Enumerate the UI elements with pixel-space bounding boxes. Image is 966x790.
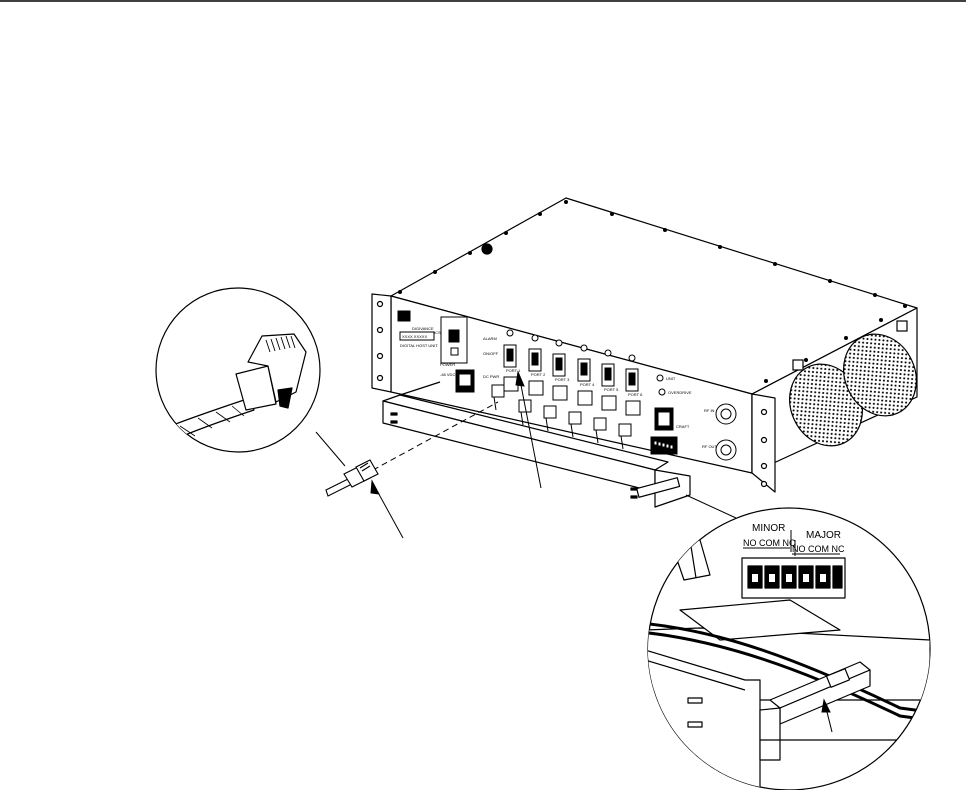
model-label: ICS: [434, 330, 441, 335]
rf-out-label: RF OUT: [702, 444, 717, 449]
serial-label: XXXX XXXXX: [402, 334, 427, 339]
port-2-label: PORT 2: [531, 372, 546, 377]
major-label: MAJOR: [806, 530, 841, 541]
power-label: POWER: [440, 362, 455, 367]
minor-contacts-label: NO COM NC: [743, 538, 796, 548]
port-3-label: PORT 3: [555, 377, 570, 382]
brand-label: DIGIVANCE: [412, 326, 434, 331]
major-contacts-label: NO COM NC: [792, 544, 845, 554]
unit-name-label: DIGITAL HOST UNIT: [400, 343, 438, 348]
alarm-label: ALARM: [483, 336, 497, 341]
rj45-plug: [326, 460, 378, 496]
on-off-label: ON/OFF: [483, 351, 499, 356]
port-4-label: PORT 4: [580, 382, 595, 387]
alarm-leader: [686, 495, 736, 518]
port-6-label: PORT 6: [628, 392, 643, 397]
rf-in-label: RF IN: [704, 408, 715, 413]
port-1-label: PORT 1: [506, 368, 521, 373]
plug-detail-view: [156, 288, 345, 466]
plug-leader: [316, 432, 345, 466]
alarm-detail-view: MINOR MAJOR NO COM NC NO COM NC: [640, 508, 930, 790]
logo: [398, 311, 410, 321]
unit-led-label: UNIT: [666, 376, 676, 381]
craft-label: CRAFT: [676, 424, 690, 429]
top-badge: [482, 244, 492, 254]
minor-label: MINOR: [752, 523, 785, 534]
port-5-label: PORT 5: [604, 387, 619, 392]
input-label: -48 VDC: [440, 372, 455, 377]
dc-pwr-label: DC PWR: [483, 374, 499, 379]
overdrive-label: OVERDRIVE: [668, 390, 692, 395]
